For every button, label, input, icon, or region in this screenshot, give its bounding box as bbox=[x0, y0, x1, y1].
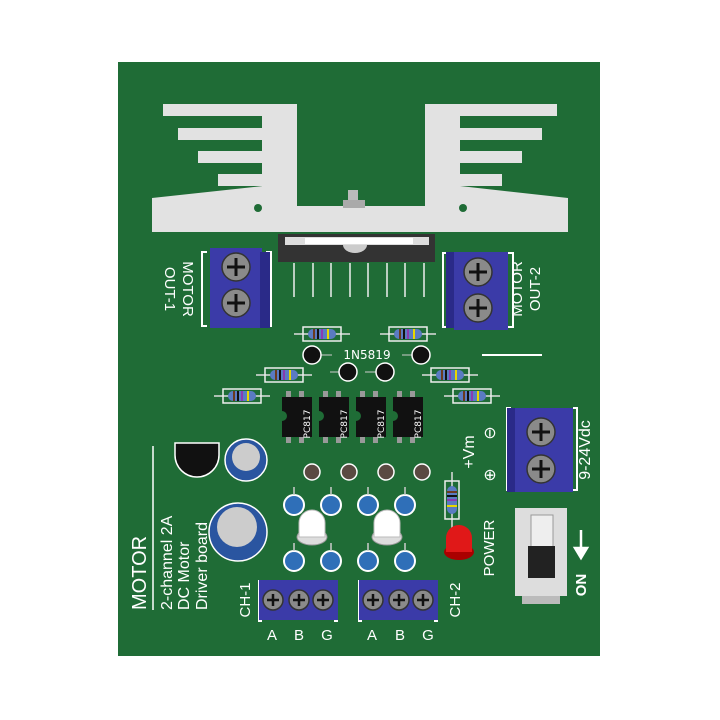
resistor bbox=[379, 326, 437, 342]
optocoupler-3-label: PC817 bbox=[377, 410, 387, 439]
motor-out-2-label-motor: MOTOR bbox=[509, 261, 526, 317]
screw-icon[interactable] bbox=[287, 588, 311, 612]
board-subtitle-line-3: Driver board bbox=[194, 522, 211, 610]
ch1-pin-a: A bbox=[267, 627, 277, 644]
motor-out-2-label-out: OUT-2 bbox=[527, 267, 544, 311]
ch1-terminal bbox=[258, 580, 338, 622]
screw-icon[interactable] bbox=[220, 251, 252, 283]
resistor bbox=[421, 367, 479, 383]
board-subtitle-line-1: 2-channel 2A bbox=[159, 515, 176, 610]
screw-icon[interactable] bbox=[411, 588, 435, 612]
ch1-pin-g: G bbox=[321, 627, 333, 644]
screw-icon[interactable] bbox=[525, 453, 557, 485]
screw-icon[interactable] bbox=[462, 256, 494, 288]
screw-icon[interactable] bbox=[387, 588, 411, 612]
screw-icon[interactable] bbox=[525, 416, 557, 448]
power-led-red bbox=[444, 525, 474, 560]
optocoupler-4-label: PC817 bbox=[414, 410, 424, 439]
board-title: MOTOR bbox=[129, 536, 151, 610]
voltage-label: 9-24Vdc bbox=[577, 420, 594, 480]
optocoupler-1-label: PC817 bbox=[303, 410, 313, 439]
driver-ic bbox=[278, 234, 435, 297]
capacitor-pads bbox=[303, 463, 431, 481]
ch1-pin-b: B bbox=[294, 627, 304, 644]
white-led-ch2 bbox=[371, 509, 403, 546]
large-capacitor bbox=[208, 502, 268, 562]
plus-icon: ⊕ bbox=[482, 468, 499, 481]
motor-out-2-terminal bbox=[442, 252, 514, 330]
arrow-down-icon bbox=[572, 530, 590, 561]
small-capacitor bbox=[224, 438, 268, 482]
screw-icon[interactable] bbox=[220, 287, 252, 319]
voltage-regulator bbox=[174, 442, 220, 478]
screw-icon[interactable] bbox=[361, 588, 385, 612]
screw-icon[interactable] bbox=[462, 292, 494, 324]
white-led-ch1 bbox=[296, 509, 328, 546]
diodes-1n5819 bbox=[302, 345, 431, 382]
ch2-pin-g: G bbox=[422, 627, 434, 644]
optocoupler-2-label: PC817 bbox=[340, 410, 350, 439]
ch2-pin-a: A bbox=[367, 627, 377, 644]
resistor bbox=[255, 367, 313, 383]
ch2-terminal bbox=[358, 580, 438, 622]
minus-icon: ⊖ bbox=[482, 426, 499, 439]
motor-out-1-terminal bbox=[201, 248, 272, 328]
ch2-pin-b: B bbox=[395, 627, 405, 644]
diode-label: 1N5819 bbox=[343, 348, 390, 362]
power-input-terminal bbox=[506, 407, 578, 492]
power-resistor bbox=[444, 471, 460, 529]
motor-out-1-label-out: OUT-1 bbox=[161, 267, 178, 311]
screw-icon[interactable] bbox=[261, 588, 285, 612]
ch2-label: CH-2 bbox=[447, 582, 464, 617]
switch-on-label: ON bbox=[573, 574, 590, 597]
ch1-label: CH-1 bbox=[237, 582, 254, 617]
screw-icon[interactable] bbox=[311, 588, 335, 612]
power-switch[interactable] bbox=[515, 508, 567, 604]
power-label: POWER bbox=[481, 520, 498, 577]
board-subtitle-line-2: DC Motor bbox=[176, 541, 193, 610]
resistor bbox=[213, 388, 271, 404]
vm-label: +Vm bbox=[461, 435, 478, 468]
resistor bbox=[443, 388, 501, 404]
resistor bbox=[293, 326, 351, 342]
heatsink bbox=[152, 104, 568, 232]
motor-out-1-label-motor: MOTOR bbox=[179, 261, 196, 317]
